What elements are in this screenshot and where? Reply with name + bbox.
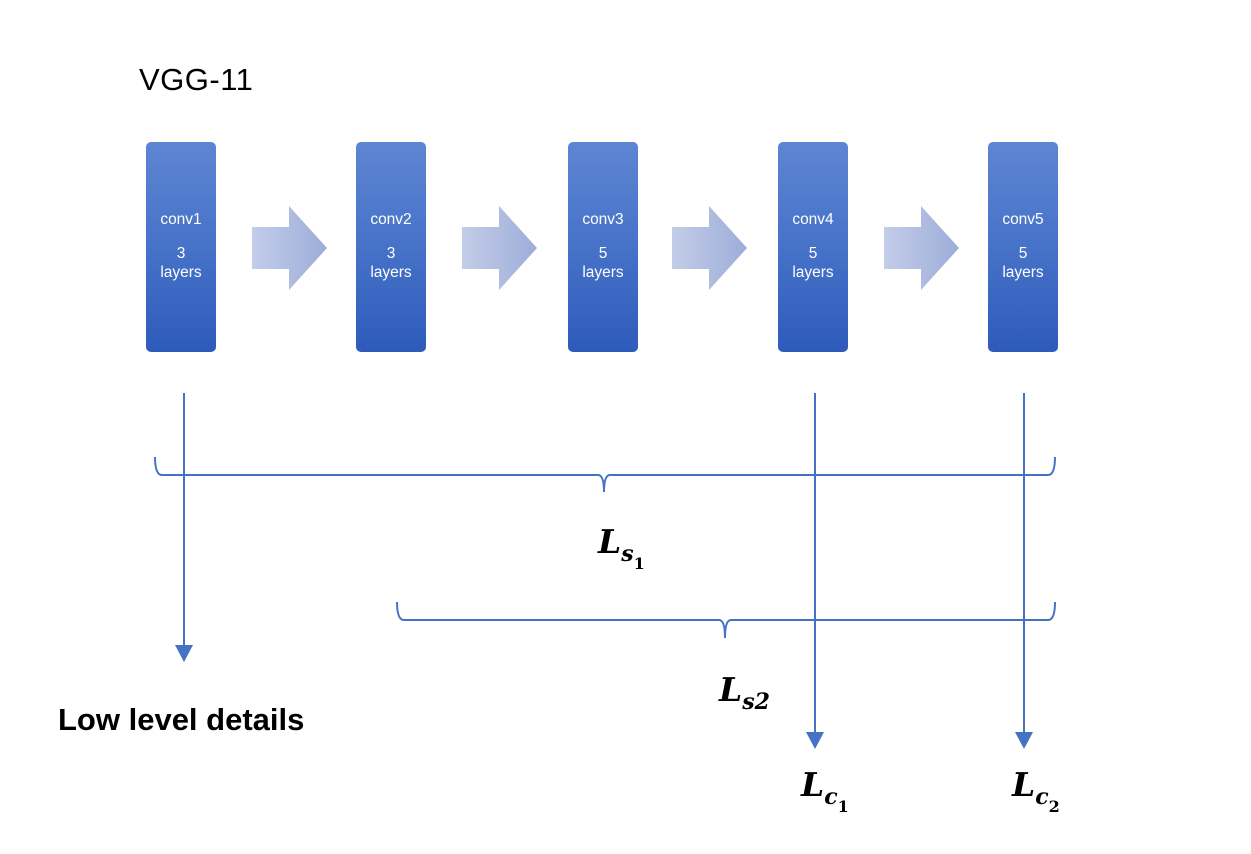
low-level-details-label: Low level details [58, 702, 305, 737]
conv4-block: conv4 5 layers [778, 142, 848, 352]
lc2-sub: c [1035, 784, 1049, 810]
conv5-layer-unit: layers [1002, 264, 1044, 281]
conv2-name: conv2 [370, 211, 412, 228]
flow-arrow-3 [672, 206, 747, 290]
flow-arrow-2 [462, 206, 537, 290]
diagram-title: VGG-11 [139, 62, 254, 97]
loss-ls1-label: Ls1 [598, 522, 645, 572]
conv1-name: conv1 [160, 211, 202, 228]
conv1-layer-count: 3 [176, 245, 186, 262]
lc1-main: L [801, 765, 825, 804]
conv5-output-arrow [1015, 393, 1033, 749]
conv3-layer-count: 5 [598, 245, 608, 262]
ls2-main: L [719, 670, 743, 709]
conv2-layer-count: 3 [386, 245, 396, 262]
ls1-sub: s [621, 541, 634, 567]
flow-arrow-4 [884, 206, 959, 290]
conv4-layer-unit: layers [792, 264, 834, 281]
ls2-sub: s2 [742, 689, 770, 715]
conv3-layer-unit: layers [582, 264, 624, 281]
ls1-main: L [598, 522, 622, 561]
ls1-brace [154, 456, 1056, 493]
loss-lc2-label: Lc2 [1012, 765, 1060, 815]
conv1-block: conv1 3 layers [146, 142, 216, 352]
ls1-subsub: 1 [633, 554, 645, 573]
lc1-sub: c [824, 784, 838, 810]
loss-lc1-label: Lc1 [801, 765, 849, 815]
lc2-subsub: 2 [1048, 797, 1060, 816]
conv3-name: conv3 [582, 211, 624, 228]
conv4-layer-count: 5 [808, 245, 818, 262]
lc1-subsub: 1 [837, 797, 849, 816]
flow-arrow-1 [252, 206, 327, 290]
conv1-layer-unit: layers [160, 264, 202, 281]
conv5-block: conv5 5 layers [988, 142, 1058, 352]
conv1-output-arrow [175, 393, 193, 662]
loss-ls2-label: Ls2 [719, 670, 770, 713]
conv5-layer-count: 5 [1018, 245, 1028, 262]
conv2-layer-unit: layers [370, 264, 412, 281]
conv4-output-arrow [806, 393, 824, 749]
conv2-block: conv2 3 layers [356, 142, 426, 352]
conv3-block: conv3 5 layers [568, 142, 638, 352]
conv4-name: conv4 [792, 211, 834, 228]
conv5-name: conv5 [1002, 211, 1044, 228]
lc2-main: L [1012, 765, 1036, 804]
ls2-brace [396, 601, 1056, 639]
